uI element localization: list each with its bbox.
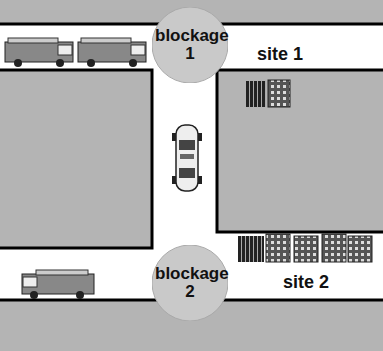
- burning-buildings: [238, 234, 372, 262]
- blockage-label: blockage 1: [155, 27, 225, 63]
- site-label: site 1: [257, 44, 303, 65]
- fire-truck: [22, 270, 94, 299]
- burning-building: [246, 80, 290, 107]
- blockage-circle: blockage 2: [152, 245, 228, 321]
- police-car: [172, 125, 202, 191]
- site-label: site 2: [283, 272, 329, 293]
- blockage-circle: blockage 1: [152, 7, 228, 83]
- fire-truck: [5, 38, 73, 67]
- vertical-road: [152, 68, 217, 268]
- fire-truck: [78, 38, 146, 67]
- blockage-label: blockage 2: [155, 265, 225, 301]
